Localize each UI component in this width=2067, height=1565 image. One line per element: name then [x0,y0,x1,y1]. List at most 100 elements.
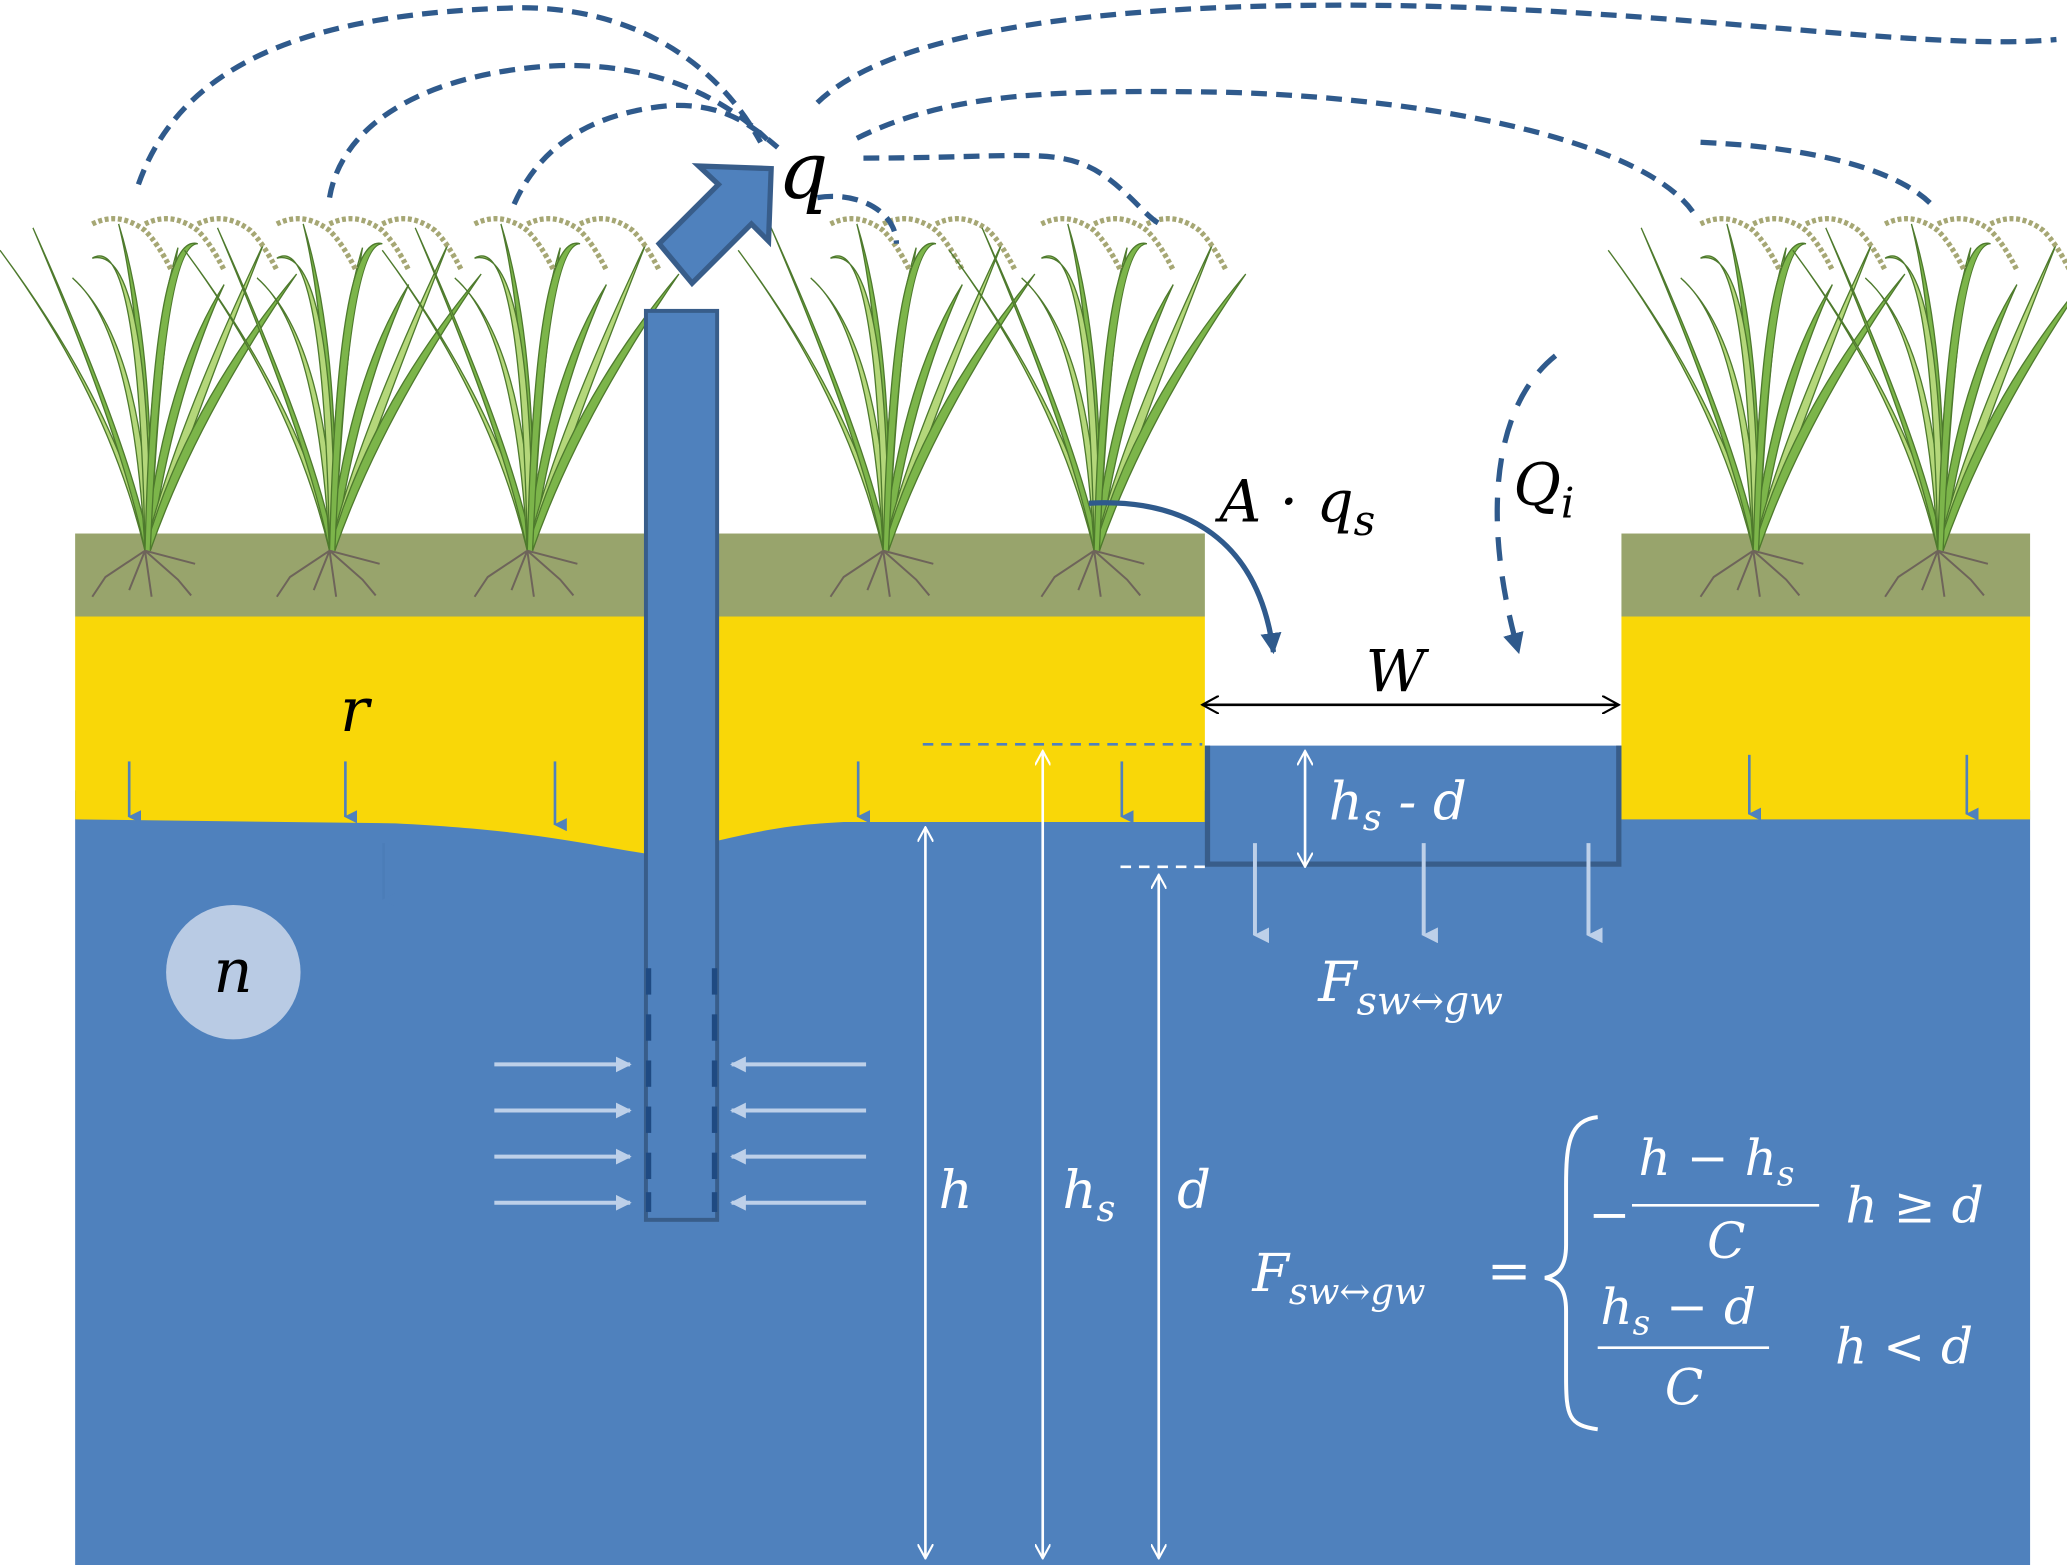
rice-plant [1607,216,1906,598]
saturated-zone [75,790,2031,1565]
rice-leaf [1700,255,1760,551]
rice-leaf [328,242,383,551]
rice-plant [184,216,482,598]
ground-layers [75,533,2031,1565]
rice-leaf [474,255,534,551]
rice-panicle [1699,216,1782,272]
label-stage-depth: hs - d [1329,771,1467,839]
rice-panicle [1092,216,1176,272]
rice-leaf [1825,227,1944,551]
rice-panicle [1145,216,1229,272]
rice-panicle [143,216,227,272]
rice-leaf [1752,242,1807,551]
rice-plant [0,216,298,598]
channel-water [1204,745,1622,867]
rice-panicle [1804,216,1888,272]
rice-leaf [1021,277,1101,551]
rice-plant [737,216,1036,598]
label-surface-inflow: A · qs [1214,468,1375,545]
rice-leaf [882,242,937,551]
label-evapotranspiration: q [778,125,829,217]
rice-leaf [810,277,890,551]
label-recharge: r [340,676,372,746]
label-stage: hs [1063,1160,1116,1230]
topsoil-left [75,533,1205,617]
rice-leaf [1680,277,1760,551]
rice-panicle [1883,216,1967,272]
rice-panicle [829,216,912,272]
rice-roots [91,549,196,598]
case2-numerator: hs − d [1600,1278,1756,1344]
rice-leaf [276,255,336,551]
rice-leaf [1752,273,1906,551]
rice-leaf [144,273,298,551]
rice-roots [276,549,380,598]
rice-leaf [454,277,534,551]
label-channel-width: W [1366,638,1430,706]
label-exchange-flux: Fsw↔gw [1317,951,1503,1024]
rice-panicle [381,216,464,272]
rice-panicle [1752,216,1835,272]
rice-panicle [1936,216,2020,272]
recharge-arrows [127,754,1979,907]
rice-panicle [1040,216,1123,272]
porosity-node-icon [166,905,301,1040]
drainage-channel [1204,745,1622,867]
case2-condition: h < d [1835,1317,1973,1375]
rice-panicle [275,216,359,272]
rice-panicle [473,216,557,272]
case1-condition: h ≥ d [1846,1177,1984,1235]
rice-leaf [882,273,1036,551]
rice-leaf [526,242,581,551]
case2-denominator: C [1665,1358,1703,1416]
rice-leaf [72,277,151,551]
rice-leaf [256,277,336,551]
rice-panicle [196,216,280,272]
label-porosity: n [214,937,253,1007]
channel-bed-outline [1204,745,1622,867]
rice-leaf [216,227,336,551]
evapotranspiration-paths [135,2,2057,244]
rice-leaf [1864,277,1944,551]
case1-denominator: C [1707,1212,1745,1270]
equation-equals: = [1487,1240,1531,1301]
rice-plants [0,216,2067,598]
rice-panicle [934,216,1018,272]
rice-leaf [328,273,482,551]
label-head: h [939,1160,973,1221]
well-screen [645,968,718,1212]
rice-plant [948,216,1247,598]
label-lateral-inflow: Qi [1513,451,1574,528]
pumping-well [494,163,867,1222]
equation-lhs: Fsw↔gw [1251,1243,1425,1313]
rice-roots [473,549,578,598]
rice-leaf [1093,273,1247,551]
dimension-lines [923,705,1619,1559]
rice-roots [1699,549,1804,598]
rice-leaf [91,255,151,551]
rice-plant [1792,216,2067,598]
unsaturated-zone-right [1621,616,2031,820]
equation-brace [1544,1115,1598,1432]
rice-panicle [91,216,174,272]
rice-leaf [144,242,198,551]
pumping-arrow-icon [655,163,774,288]
rice-leaf [526,273,680,551]
rice-panicle [526,216,609,272]
unsaturated-zone-left [75,616,1205,854]
lateral-inflow-arrow [1494,353,1558,655]
rice-roots [1040,549,1145,598]
rice-panicle [328,216,412,272]
rice-roots [829,549,934,598]
rice-leaf [414,227,534,551]
rice-leaf [1093,242,1148,551]
rice-plant [381,216,680,598]
rice-panicle [578,216,662,272]
seepage-arrows [1252,843,1603,944]
rice-leaf [1041,255,1101,551]
case1-numerator: h − hs [1639,1129,1795,1195]
well-inflow-arrows [494,1056,867,1211]
rice-leaf [32,227,151,551]
rice-roots [1884,549,1989,598]
